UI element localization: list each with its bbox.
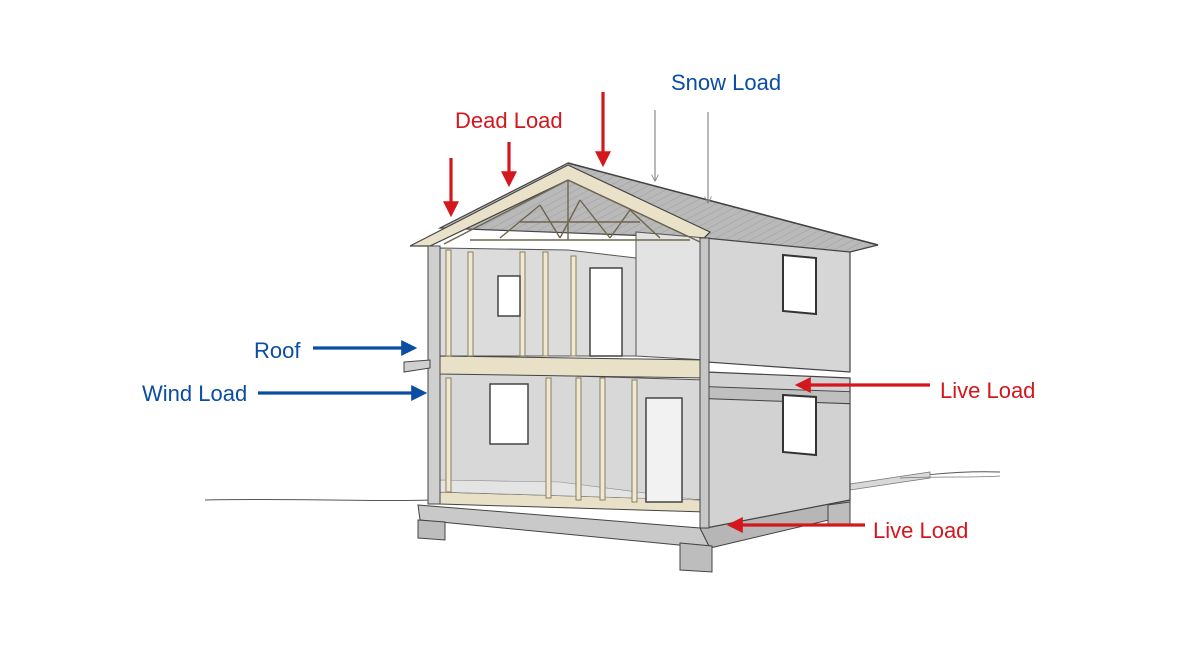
live-load-label-upper: Live Load	[940, 378, 1035, 403]
section-frame	[403, 164, 712, 529]
roof-truss	[443, 179, 701, 245]
interior-window-upper	[497, 275, 521, 317]
wind-load-arrows	[258, 340, 428, 401]
interior-door-upper	[589, 267, 623, 357]
side-window-lower	[782, 393, 817, 457]
roof-label: Roof	[254, 338, 301, 363]
wind-load-label: Wind Load	[142, 381, 247, 406]
snow-load-label: Snow Load	[671, 70, 781, 95]
side-wall	[705, 234, 851, 529]
interior-window-lower	[489, 383, 529, 445]
snow-load-arrows	[655, 110, 708, 202]
wall-studs	[445, 249, 638, 503]
dead-load-arrows	[443, 92, 611, 218]
side-window-upper	[782, 253, 817, 316]
interior-door-lower	[645, 397, 683, 503]
live-load-arrows	[726, 377, 930, 533]
live-load-label-lower: Live Load	[873, 518, 968, 543]
foundation	[417, 499, 851, 573]
ground-line	[204, 471, 1001, 502]
dead-load-label: Dead Load	[455, 108, 563, 133]
